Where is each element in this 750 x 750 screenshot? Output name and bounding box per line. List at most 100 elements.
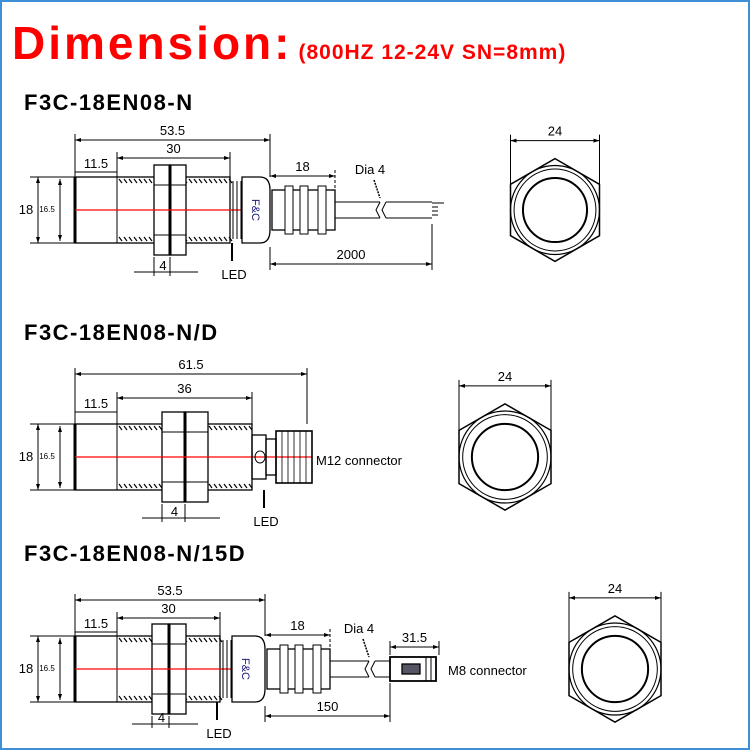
sensor1-front-view-width-dim-label: 24	[548, 124, 562, 139]
sensor1-front-view-width-dim-arrow	[510, 138, 517, 143]
sensor3-thread-hatch	[193, 695, 198, 701]
sensor1-thread-hatch	[203, 178, 208, 184]
sensor3-cable-dia-arrow	[362, 638, 370, 658]
sensor1-thread-hatch	[133, 178, 138, 184]
sensor1-thread-hatch	[198, 178, 203, 184]
sensor3-thread-hatch	[208, 695, 213, 701]
sensor1-gland-ridge	[284, 185, 294, 235]
sensor3-thread-hatch	[133, 695, 138, 701]
sensor1-thread-hatch	[213, 178, 218, 184]
sensor3-gland-ridge	[279, 644, 289, 694]
sensor3-cable-break	[364, 660, 376, 678]
sensor3-thread-hatch	[128, 695, 133, 701]
sensor3-gland-dim-arrow	[324, 633, 330, 637]
sensor2-thread-dim-arrow	[117, 396, 123, 400]
header-spec: (800HZ 12-24V SN=8mm)	[298, 41, 567, 64]
sensor3-thread-hatch	[208, 637, 213, 643]
sensor1-thread-hatch	[223, 178, 228, 184]
sensor3-connector-dim-arrow	[433, 645, 439, 649]
sensor1-front-dim-label: 11.5	[84, 156, 108, 171]
sensor2-thread-hatch	[148, 483, 153, 489]
sensor1-total-dim-label: 53.5	[160, 123, 185, 138]
sensor2-thread-hatch	[243, 425, 248, 431]
sensor1-thread-hatch	[208, 178, 213, 184]
sensor2-thread-hatch	[233, 483, 238, 489]
sensor1-thread-hatch	[218, 178, 223, 184]
sensor2-thread-hatch	[128, 425, 133, 431]
sensor3-front-view-inner-circle	[580, 634, 650, 704]
sensor1-thread-hatch	[148, 236, 153, 242]
sensor2-outer-dia-dim-arrow	[36, 424, 40, 430]
sensor3-thread-hatch	[203, 695, 208, 701]
sensor3-thread-hatch	[123, 695, 128, 701]
sensor3-connector-label: M8 connector	[448, 663, 527, 678]
sensor2-thread-hatch	[238, 483, 243, 489]
header-title: Dimension:	[12, 17, 293, 69]
sensor2-thread-hatch	[123, 483, 128, 489]
sensor1-cap	[241, 176, 271, 244]
sensor3-gland-ridge	[312, 644, 322, 694]
sensor2-led-label: LED	[253, 514, 278, 529]
sensor2-thread-hatch	[138, 483, 143, 489]
sensor1-thread-hatch	[228, 236, 233, 242]
sensor2-total-dim-arrow	[301, 372, 307, 376]
sensor1-thread-hatch	[213, 236, 218, 242]
sensor2-thread-hatch	[228, 483, 233, 489]
sensor1-gland-dim-label: 18	[295, 159, 309, 174]
sensor3-thread-hatch	[138, 695, 143, 701]
sensor2-thread-hatch	[208, 425, 213, 431]
sensor3-led-label: LED	[206, 726, 231, 741]
sensor2-connector-key	[254, 450, 266, 464]
sensor3-thread-hatch	[123, 637, 128, 643]
sensor2-outer-dia-dim-arrow	[36, 484, 40, 490]
sensor3-thread-hatch	[213, 695, 218, 701]
sensor1-thread-dim-arrow	[117, 156, 123, 160]
sensor2-inner-dia-dim-arrow	[58, 426, 62, 432]
sensor1-front-view-outer-circle-2	[513, 168, 597, 252]
sensor2-front-view-outer-circle-2	[462, 414, 548, 500]
sensor1-thread-hatch	[138, 236, 143, 242]
sensor2-thread-hatch	[153, 483, 158, 489]
sensor3-thread-hatch	[188, 637, 193, 643]
sensor2-outer-dia-label: 18	[19, 449, 33, 464]
sensor2-thread-dim-arrow	[246, 396, 252, 400]
sensor3-m8-logo	[401, 663, 421, 675]
sensor3-connector-dim-arrow	[390, 645, 396, 649]
sensor2-front-view-outer-circle	[458, 410, 552, 504]
sensor3-thread-hatch	[203, 637, 208, 643]
sensor1-inner-dia-dim-arrow	[58, 235, 62, 241]
sensor2-total-dim-arrow	[75, 372, 81, 376]
sensor3-front-view-width-dim-arrow	[655, 595, 661, 600]
sensor2-thread-hatch	[218, 425, 223, 431]
sensor1-thread-hatch	[223, 236, 228, 242]
sensor2-front-view-width-dim-arrow	[459, 383, 465, 388]
sensor1-thread-hatch	[123, 236, 128, 242]
sensor3-gland-dim-label: 18	[290, 618, 304, 633]
sensor3-thread-dim-label: 30	[161, 601, 175, 616]
sensor1-thread-hatch	[193, 236, 198, 242]
sensor3-cable-length-dim-label: 150	[317, 699, 339, 714]
sensor3-cap	[231, 635, 266, 703]
sensor3-front-view-outer-circle-2	[572, 626, 658, 712]
sensor1-thread-hatch	[228, 178, 233, 184]
sensor2-front-view-width-dim-arrow	[545, 383, 551, 388]
sensor3-total-dim-label: 53.5	[157, 583, 182, 598]
sensor1-thread-hatch	[193, 178, 198, 184]
sensor3-outer-dia-dim-arrow	[36, 696, 40, 702]
sensor1-thread-hatch	[133, 236, 138, 242]
sensor2-thread-hatch	[118, 483, 123, 489]
sensor2-thread-hatch	[123, 425, 128, 431]
sensor1-thread-hatch	[123, 178, 128, 184]
sensor2-front-view-inner-circle	[470, 422, 540, 492]
sensor3-thread-hatch	[218, 695, 223, 701]
sensor1-cable-dia-label: Dia 4	[355, 162, 385, 177]
sensor3-connector-dim-label: 31.5	[402, 630, 427, 645]
sensor1-cable-dia-arrow	[373, 179, 381, 199]
sensor3-gland-dim-arrow	[265, 633, 271, 637]
sensor2-thread-hatch	[238, 425, 243, 431]
sensor1-gland-ridge	[317, 185, 327, 235]
sensor3-outer-dia-dim-arrow	[36, 636, 40, 642]
sensor3-cable-dia-label: Dia 4	[344, 621, 374, 636]
sensor3-total-dim-arrow	[259, 598, 265, 602]
sensor1-thread-hatch	[208, 236, 213, 242]
